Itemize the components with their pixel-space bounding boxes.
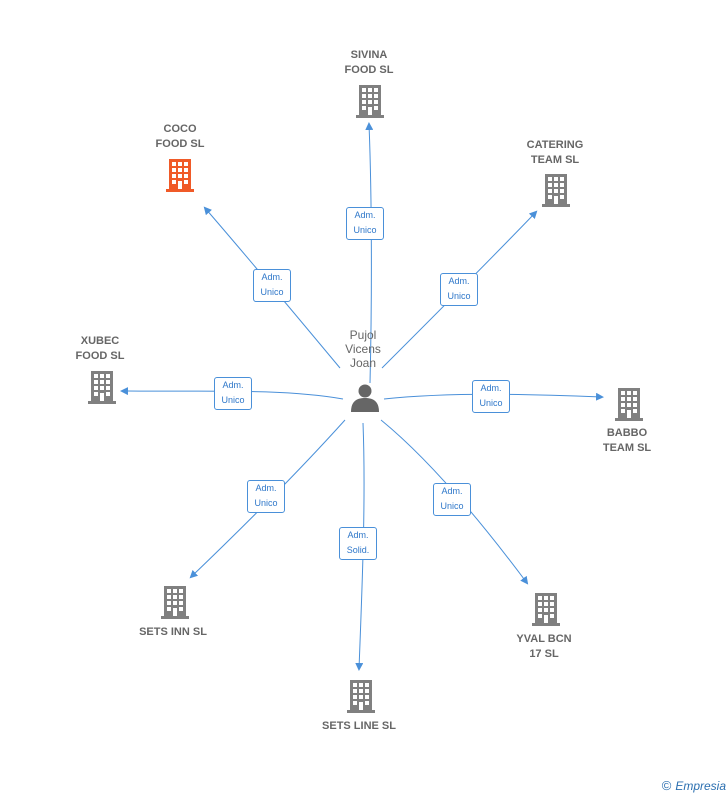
building-icon-catering[interactable] [542,174,570,207]
company-label-catering[interactable]: CATERING TEAM SL [526,139,584,166]
building-icon-xubec[interactable] [88,371,116,404]
edge-label-coco: Adm. Unico [253,269,291,302]
building-icon-setsline[interactable] [347,680,375,713]
building-icon-sivina[interactable] [356,85,384,118]
person-icon[interactable] [351,384,379,413]
company-label-setsinn[interactable]: SETS INN SL [139,626,207,638]
edge-label-setsinn: Adm. Unico [247,480,285,513]
footer-brand[interactable]: ©Empresia [662,778,726,793]
company-label-sivina[interactable]: SIVINA FOOD SL [344,49,394,76]
edge-label-xubec: Adm. Unico [214,377,252,410]
edge-label-yval: Adm. Unico [433,483,471,516]
edge-label-catering: Adm. Unico [440,273,478,306]
edge-label-babbo: Adm. Unico [472,380,510,413]
company-label-yval[interactable]: YVAL BCN 17 SL [516,633,572,660]
building-icon-setsinn[interactable] [161,586,189,619]
building-icon-babbo[interactable] [615,388,643,421]
edge-label-sivina: Adm. Unico [346,207,384,240]
copyright-symbol: © [661,778,672,793]
edge-label-setsline: Adm. Solid. [339,527,377,560]
brand-name: Empresia [675,779,726,793]
edge-sivina [365,122,374,384]
building-icon-yval[interactable] [532,593,560,626]
company-label-babbo[interactable]: BABBO TEAM SL [602,427,652,454]
company-label-setsline[interactable]: SETS LINE SL [322,720,396,732]
company-label-coco[interactable]: COCO FOOD SL [155,123,205,150]
person-name-label: Pujol Vicens Joan [345,328,381,370]
company-label-xubec[interactable]: XUBEC FOOD SL [75,335,125,362]
building-icon-coco[interactable] [166,159,194,192]
